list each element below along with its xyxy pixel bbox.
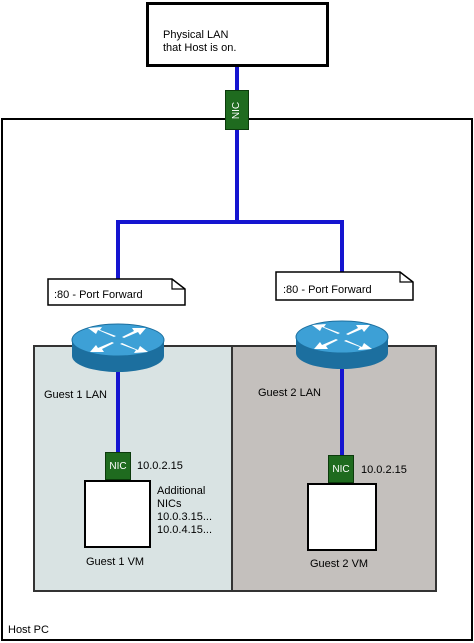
physical-lan-line2: that Host is on. [163, 42, 237, 54]
guest2-lan-label: Guest 2 LAN [258, 387, 321, 399]
guest2-vm-label: Guest 2 VM [310, 558, 369, 570]
guest2-nic-label: NIC [332, 463, 350, 475]
guest1-vm-box [84, 480, 151, 548]
guest1-additional-3: 10.0.3.15... [157, 511, 213, 523]
router-icon [71, 323, 165, 372]
guest1-additional-1: Additional [157, 485, 206, 497]
guest2-vm-box [307, 483, 377, 551]
guest1-lan-label: Guest 1 LAN [44, 389, 107, 401]
host-nic: NIC [225, 90, 249, 130]
guest1-additional-4: 10.0.4.15... [157, 524, 213, 536]
guest1-nic-label: NIC [109, 460, 127, 472]
host-pc-label: Host PC [8, 624, 49, 636]
physical-lan-box: Physical LAN that Host is on. [146, 2, 329, 67]
router-icon [295, 320, 389, 369]
physical-lan-line1: Physical LAN [163, 29, 229, 41]
port-forward-2-label: :80 - Port Forward [283, 284, 372, 296]
guest2-nic: NIC [328, 455, 354, 483]
guest1-lan-box [33, 345, 233, 592]
guest1-ip: 10.0.2.15 [137, 460, 183, 472]
guest1-vm-label: Guest 1 VM [86, 556, 145, 568]
note-page-icon [275, 271, 414, 301]
guest2-ip: 10.0.2.15 [361, 464, 407, 476]
guest1-nic: NIC [105, 452, 131, 480]
note-page-icon [47, 278, 186, 306]
guest1-additional-2: NICs [157, 498, 182, 510]
port-forward-1-label: :80 - Port Forward [54, 289, 143, 301]
